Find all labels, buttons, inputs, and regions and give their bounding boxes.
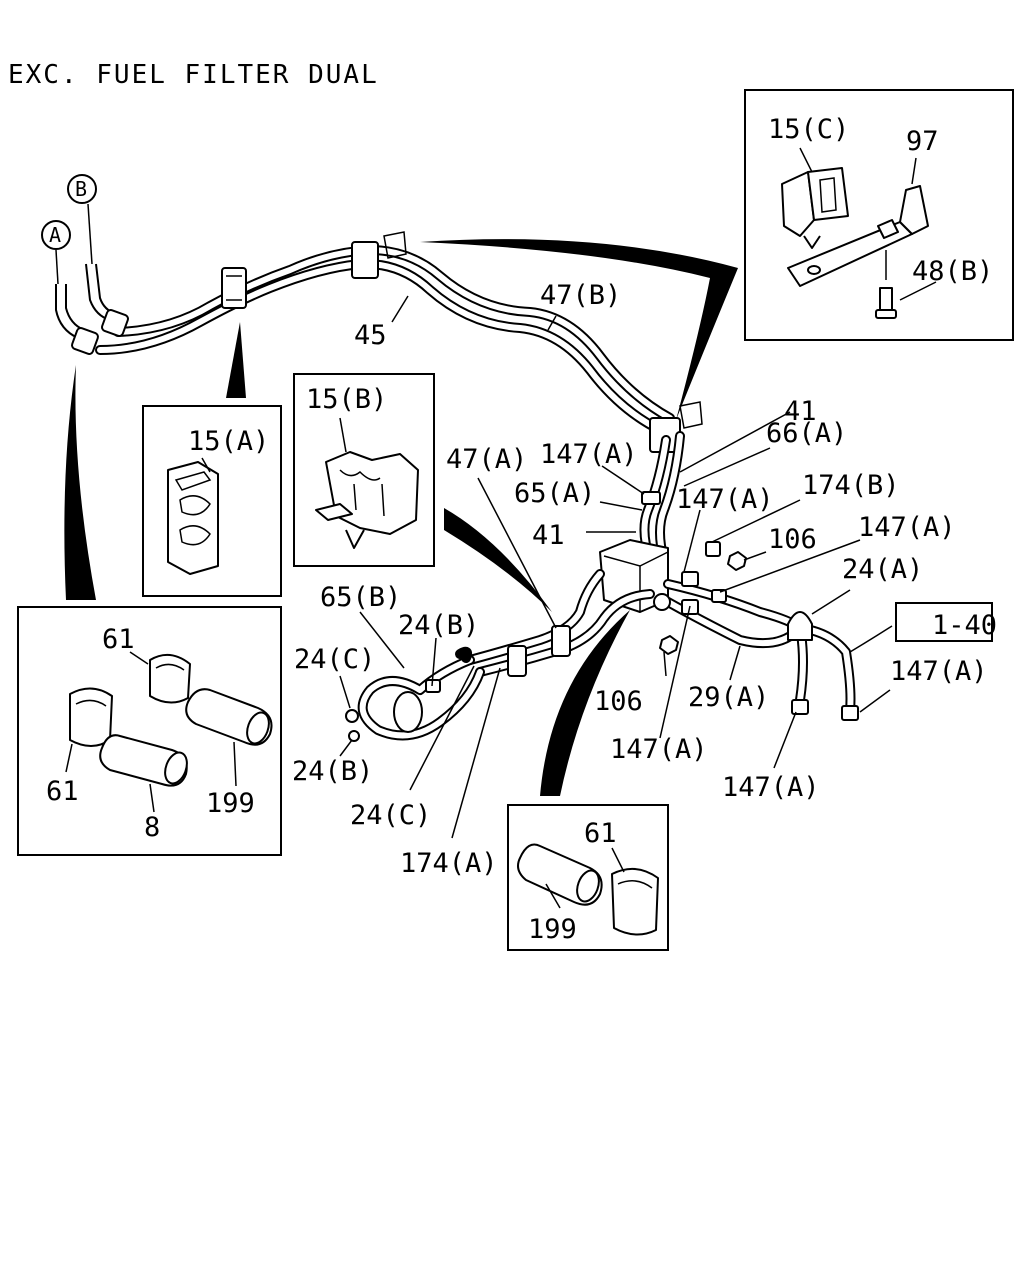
- callout-wedge-left-box: [64, 365, 96, 600]
- fuel-pipe-66a: [639, 431, 685, 565]
- label-15b: 15(B): [306, 384, 387, 415]
- detail-box-61-8-199: [17, 606, 282, 856]
- label-174b: 174(B): [802, 470, 900, 501]
- label-147a-1: 147(A): [540, 439, 638, 470]
- label-65a: 65(A): [514, 478, 595, 509]
- clip-15b-on-pipe: [351, 231, 407, 279]
- fuel-pipe-47b-45: [95, 245, 675, 435]
- label-199-b: 199: [528, 914, 577, 945]
- label-147a-3: 147(A): [858, 512, 956, 543]
- label-66a: 66(A): [766, 418, 847, 449]
- callout-wedge-15b: [444, 508, 552, 612]
- pipe-end-b: [85, 263, 129, 337]
- label-61-c: 61: [584, 818, 617, 849]
- detail-box-15a: [142, 405, 282, 597]
- label-199-a: 199: [206, 788, 255, 819]
- label-147a-4: 147(A): [610, 734, 708, 765]
- label-24c-bottom: 24(C): [350, 800, 431, 831]
- label-29a: 29(A): [688, 682, 769, 713]
- marker-b-label: B: [75, 177, 87, 201]
- label-41-top: 41: [784, 396, 817, 427]
- reference-box-1-40: [895, 602, 993, 642]
- label-48b: 48(B): [912, 256, 993, 287]
- label-106-bottom: 106: [594, 686, 643, 717]
- label-45: 45: [354, 320, 387, 351]
- diagram-title: EXC. FUEL FILTER DUAL: [8, 60, 379, 90]
- label-147a-6: 147(A): [890, 656, 988, 687]
- detail-box-15b: [293, 373, 435, 567]
- label-47b: 47(B): [540, 280, 621, 311]
- clip-15a-on-pipe: [221, 267, 247, 309]
- reference-box-label: 1-40: [932, 610, 997, 641]
- label-15c: 15(C): [768, 114, 849, 145]
- marker-a-label: A: [49, 223, 61, 247]
- label-147a-5: 147(A): [722, 772, 820, 803]
- detail-box-61-199: [507, 804, 669, 951]
- detail-box-15c: [744, 89, 1014, 341]
- label-106-top: 106: [768, 524, 817, 555]
- fuel-pipe-47a: [465, 569, 655, 677]
- label-61-b: 61: [46, 776, 79, 807]
- label-24b-bottom: 24(B): [292, 756, 373, 787]
- label-24c-left: 24(C): [294, 644, 375, 675]
- label-15a: 15(A): [188, 426, 269, 457]
- label-47a: 47(A): [446, 444, 527, 475]
- callout-wedge-15a: [226, 322, 246, 398]
- leader-lines: [55, 203, 891, 839]
- label-174a: 174(A): [400, 848, 498, 879]
- label-61-a: 61: [102, 624, 135, 655]
- marker-b: B: [67, 174, 97, 204]
- label-24b-top: 24(B): [398, 610, 479, 641]
- label-24a: 24(A): [842, 554, 923, 585]
- label-97: 97: [906, 126, 939, 157]
- label-8: 8: [144, 812, 160, 843]
- label-65b: 65(B): [320, 582, 401, 613]
- label-41-mid: 41: [532, 520, 565, 551]
- part-labels: 1-40 15(C) 97 48(B) 47(B) 45 41 66(A) 14…: [46, 114, 997, 945]
- pipe-end-a: [55, 284, 99, 355]
- callout-wedge-bottom-box: [540, 610, 630, 796]
- label-147a-2: 147(A): [676, 484, 774, 515]
- marker-a: A: [41, 220, 71, 250]
